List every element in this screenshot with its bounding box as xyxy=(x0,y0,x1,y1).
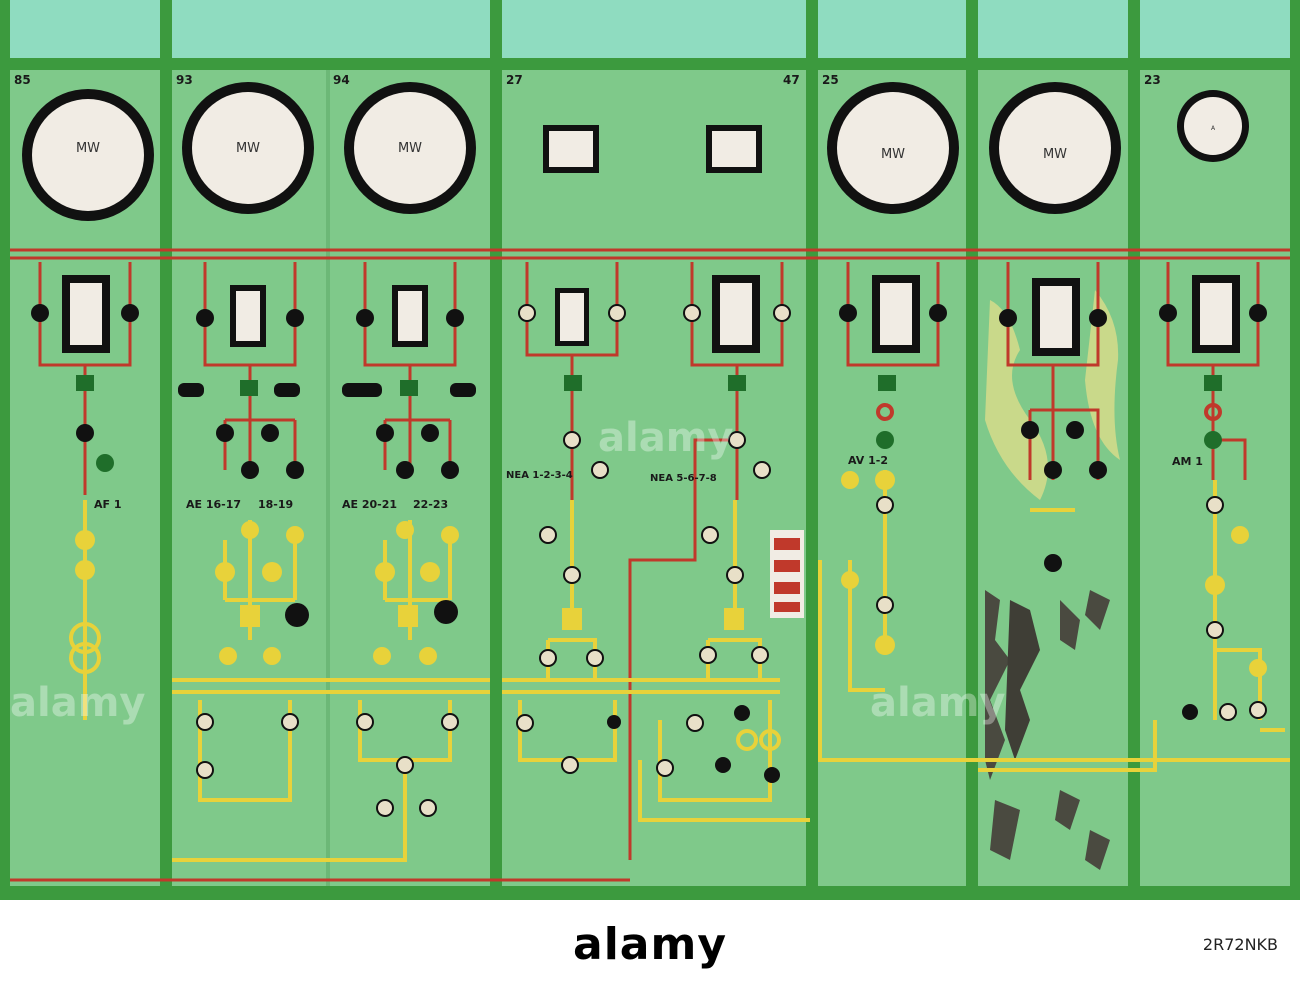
svg-text:MW: MW xyxy=(236,141,260,156)
switch-knob xyxy=(31,304,1267,817)
panel-divider xyxy=(160,0,172,900)
panel-divider xyxy=(806,0,818,900)
panel-number-85: 85 xyxy=(14,73,31,87)
meter-85: MW xyxy=(22,89,154,221)
meter-94: MW xyxy=(344,82,476,214)
ammeter-face xyxy=(70,283,1232,348)
panel-number-27: 27 xyxy=(506,73,523,87)
top-strip xyxy=(0,0,1300,58)
circuit-label-ae16-17: AE 16-17 xyxy=(186,498,242,511)
footer-logo: alamy xyxy=(573,919,727,970)
indicator-stack xyxy=(770,530,804,618)
svg-text:MW: MW xyxy=(76,141,100,156)
panel-number-25: 25 xyxy=(822,73,839,87)
panel-divider xyxy=(966,0,978,900)
panel-number-47: 47 xyxy=(783,73,800,87)
image-id: 2R72NKB xyxy=(1202,935,1278,954)
circuit-label-af1: AF 1 xyxy=(94,498,122,511)
yellow-busbar xyxy=(83,470,1290,862)
circuit-label-nea5678: NEA 5-6-7-8 xyxy=(650,473,717,484)
generator-symbol xyxy=(736,403,1222,751)
watermark-text: alamy xyxy=(10,680,146,726)
meter-93: MW xyxy=(182,82,314,214)
switchboard-photo: MW MW MW MW MW A xyxy=(0,0,1300,900)
peeling-paint xyxy=(985,290,1120,870)
panel-number-94: 94 xyxy=(333,73,350,87)
circuit-label-22-23: 22-23 xyxy=(413,498,449,511)
svg-text:MW: MW xyxy=(398,141,422,156)
circuit-label-ae20-21: AE 20-21 xyxy=(342,498,398,511)
panel-divider xyxy=(490,0,502,900)
meter-blank: MW xyxy=(989,82,1121,214)
circuit-label-am1: AM 1 xyxy=(1172,455,1203,468)
square-meter xyxy=(543,125,762,173)
bottom-rail xyxy=(0,886,1300,900)
panel-divider xyxy=(0,0,10,900)
panel-number-23: 23 xyxy=(1144,73,1161,87)
circuit-label-18-19: 18-19 xyxy=(258,498,294,511)
panel-divider xyxy=(1128,0,1140,900)
panel-seam xyxy=(326,70,330,886)
transformer-symbol xyxy=(69,622,101,674)
footer-bar: alamy 2R72NKB xyxy=(0,900,1300,989)
socket xyxy=(178,383,476,397)
svg-text:MW: MW xyxy=(1043,147,1067,162)
switchboard-drawing: MW MW MW MW MW A xyxy=(0,0,1300,900)
top-rail xyxy=(0,58,1300,70)
panel-divider xyxy=(1290,0,1300,900)
circuit-label-nea1234: NEA 1-2-3-4 xyxy=(506,470,573,481)
panel-number-93: 93 xyxy=(176,73,193,87)
meter-23: A xyxy=(1177,90,1249,162)
watermark-text: alamy xyxy=(598,415,734,461)
watermark-text: alamy xyxy=(870,680,1006,726)
svg-text:A: A xyxy=(1211,125,1216,132)
svg-text:MW: MW xyxy=(881,147,905,162)
meter-25: MW xyxy=(827,82,959,214)
circuit-label-av1-2: AV 1-2 xyxy=(848,454,888,467)
